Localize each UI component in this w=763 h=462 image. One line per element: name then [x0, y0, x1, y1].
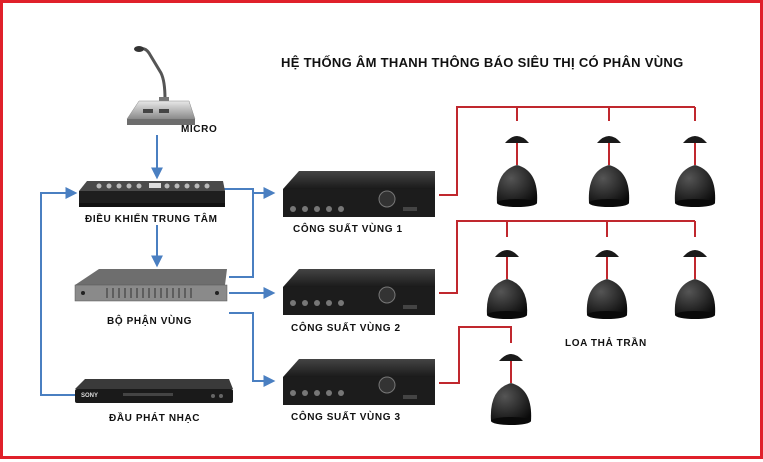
arrow-player-to-controller [40, 187, 78, 396]
label-central-controller: ĐIỀU KHIỂN TRUNG TÂM [85, 214, 218, 225]
ceiling-speaker-z1-2 [588, 136, 630, 207]
label-ceiling-speakers: LOA THẢ TRẦN [565, 338, 647, 349]
diagram-title: HỆ THỐNG ÂM THANH THÔNG BÁO SIÊU THỊ CÓ … [281, 55, 684, 70]
ceiling-speaker-z2-1 [486, 250, 528, 319]
amplifier-zone-3 [283, 359, 435, 405]
wire-zone-2 [439, 220, 695, 294]
ceiling-speaker-z1-1 [496, 136, 538, 207]
music-player-device [75, 379, 233, 403]
label-zone-splitter: BỘ PHẬN VÙNG [107, 316, 192, 327]
amplifier-zone-1 [283, 171, 435, 217]
ceiling-speaker-z1-3 [674, 136, 716, 207]
label-amp-zone-3: CÔNG SUẤT VÙNG 3 [291, 412, 401, 423]
arrow-splitter-to-amp3 [229, 312, 276, 387]
arrow-splitter-to-amp1 [229, 193, 254, 278]
label-music-player: ĐẦU PHÁT NHẠC [109, 413, 201, 424]
ceiling-speaker-z2-2 [586, 250, 628, 319]
speaker-wiring [439, 106, 696, 384]
signal-arrows [40, 135, 276, 396]
amplifier-zone-2 [283, 269, 435, 315]
wire-zone-3 [439, 326, 512, 384]
label-micro: MICRO [181, 124, 218, 135]
central-controller-device [79, 181, 225, 207]
wire-zone-1 [439, 106, 695, 196]
ceiling-speaker-z3-1 [490, 354, 532, 425]
diagram-graphics: SONY [40, 46, 716, 425]
ceiling-speaker-z2-3 [674, 250, 716, 319]
label-amp-zone-1: CÔNG SUẤT VÙNG 1 [293, 224, 403, 235]
zone-splitter-device [74, 269, 228, 302]
microphone-icon [126, 46, 196, 125]
dvd-brand-mark: SONY [81, 393, 98, 399]
arrow-controller-to-amp1 [221, 187, 276, 199]
label-amp-zone-2: CÔNG SUẤT VÙNG 2 [291, 323, 401, 334]
